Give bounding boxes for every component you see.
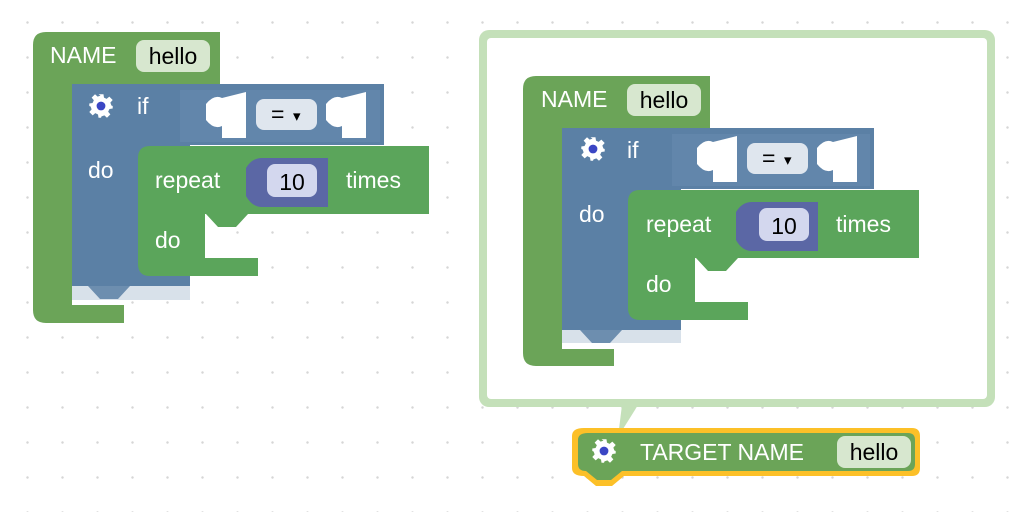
bubble-procedure-name-text: hello xyxy=(640,87,689,113)
if-do-label: do xyxy=(88,157,114,183)
compare-operator-dropdown[interactable] xyxy=(256,99,317,130)
repeat-times-label: times xyxy=(346,167,401,193)
procedure-name-text: hello xyxy=(149,43,198,69)
procedure-name-field[interactable] xyxy=(136,40,210,72)
bubble-procedure-block[interactable]: NAME hello xyxy=(523,76,710,366)
repeat-do-label: do xyxy=(155,227,181,253)
target-gear-icon[interactable] xyxy=(592,439,616,463)
bubble-repeat-count-text: 10 xyxy=(771,213,797,239)
bubble-chevron-down-icon: ▾ xyxy=(784,152,792,169)
target-name-text: hello xyxy=(850,439,899,465)
bubble-if-do-label: do xyxy=(579,201,605,227)
bubble-repeat-do-label: do xyxy=(646,271,672,297)
bubble-repeat-times-label: times xyxy=(836,211,891,237)
bubble-if-label: if xyxy=(627,137,639,163)
bubble-condition-socket-left[interactable] xyxy=(697,136,737,182)
bubble-condition-socket-right[interactable] xyxy=(817,136,857,182)
chevron-down-icon: ▾ xyxy=(293,108,301,125)
repeat-count-field[interactable] xyxy=(267,164,317,197)
if-label: if xyxy=(137,93,149,119)
bubble-procedure-name-field[interactable] xyxy=(627,84,701,116)
bubble-compare-operator-dropdown[interactable] xyxy=(747,143,808,174)
procedure-block[interactable]: NAME hello xyxy=(33,32,220,323)
bubble-gear-icon[interactable] xyxy=(581,137,605,161)
target-name-label: TARGET NAME xyxy=(640,439,804,465)
gear-icon[interactable] xyxy=(89,94,113,118)
bubble-repeat-label: repeat xyxy=(646,211,712,237)
repeat-label: repeat xyxy=(155,167,221,193)
procedure-keyword: NAME xyxy=(50,42,116,68)
condition-socket-right[interactable] xyxy=(326,92,366,138)
repeat-block[interactable]: repeat 10 times do xyxy=(138,146,429,276)
compare-operator-text: = xyxy=(271,101,284,127)
bubble-procedure-keyword: NAME xyxy=(541,86,607,112)
repeat-count-text: 10 xyxy=(279,169,305,195)
bubble-repeat-block[interactable]: repeat 10 times do xyxy=(628,190,919,320)
target-name-block[interactable]: TARGET NAME hello xyxy=(572,428,920,486)
condition-socket-left[interactable] xyxy=(206,92,246,138)
bubble-repeat-count-field[interactable] xyxy=(759,208,809,241)
bubble-compare-operator-text: = xyxy=(762,145,775,171)
target-name-field[interactable] xyxy=(837,436,911,468)
